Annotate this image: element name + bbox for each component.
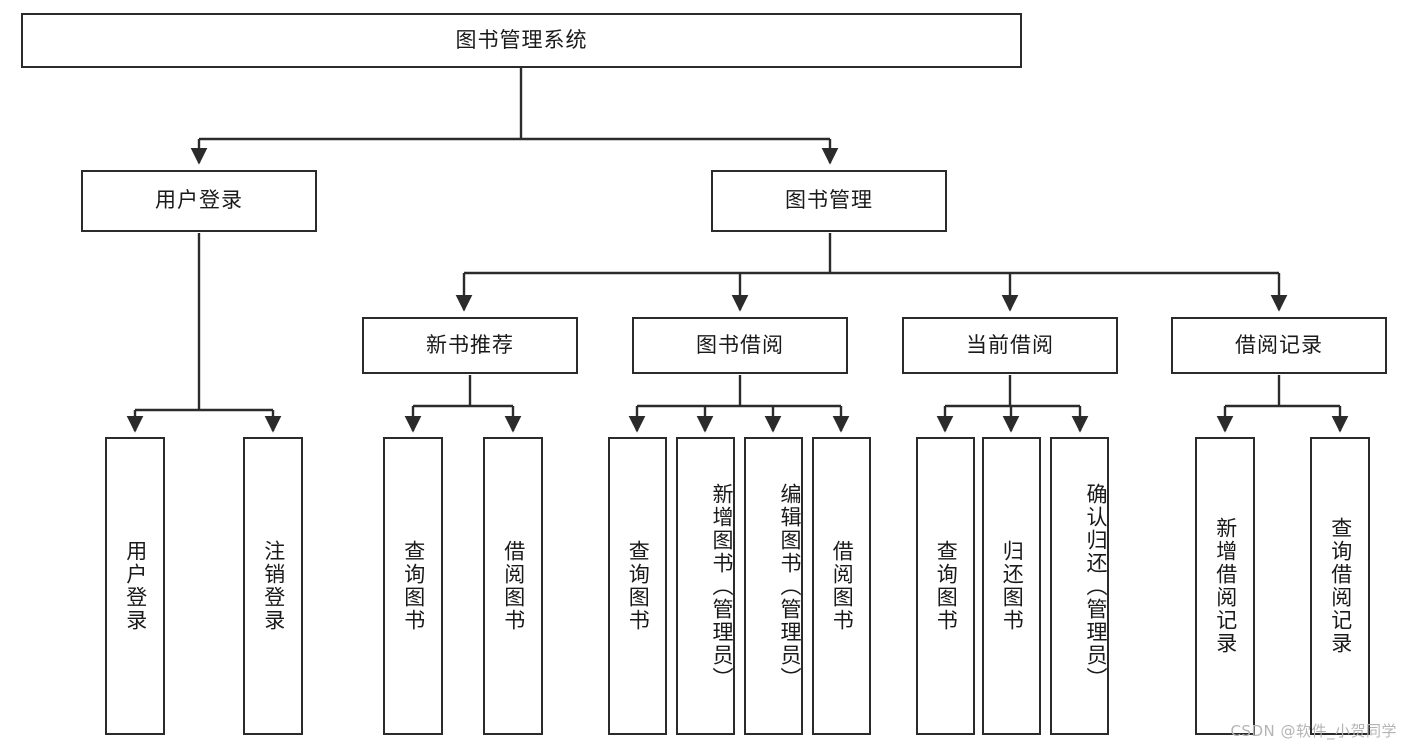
node-book-management[interactable]: 图书管理 bbox=[711, 170, 947, 232]
node-label: 图书借阅 bbox=[696, 332, 784, 357]
leaf-book-borrow-borrow[interactable]: 借阅图书 bbox=[812, 437, 871, 735]
watermark-text: CSDN @软件_小贺同学 bbox=[1230, 722, 1397, 740]
leaf-book-borrow-query[interactable]: 查询图书 bbox=[608, 437, 667, 735]
leaf-current-borrow-confirm-admin[interactable]: 确认归还（管理员） bbox=[1050, 437, 1109, 735]
leaf-borrow-record-query[interactable]: 查询借阅记录 bbox=[1310, 437, 1370, 735]
node-label: 图书管理系统 bbox=[455, 27, 588, 52]
node-borrow-record[interactable]: 借阅记录 bbox=[1171, 317, 1387, 374]
node-label: 用户登录 bbox=[155, 188, 243, 213]
node-label: 查询图书 bbox=[626, 540, 651, 632]
leaf-user-login-login[interactable]: 用户登录 bbox=[105, 437, 165, 735]
node-label: 确认归还（管理员） bbox=[1084, 482, 1108, 690]
leaf-current-borrow-return[interactable]: 归还图书 bbox=[982, 437, 1041, 735]
node-user-login[interactable]: 用户登录 bbox=[81, 170, 317, 232]
node-label: 用户登录 bbox=[123, 540, 148, 632]
leaf-book-borrow-add-admin[interactable]: 新增图书（管理员） bbox=[676, 437, 735, 735]
node-book-borrow[interactable]: 图书借阅 bbox=[632, 317, 848, 374]
node-label: 注销登录 bbox=[261, 540, 286, 632]
node-label: 新增借阅记录 bbox=[1213, 517, 1238, 655]
node-label: 图书管理 bbox=[785, 188, 873, 213]
node-current-borrow[interactable]: 当前借阅 bbox=[902, 317, 1118, 374]
node-label: 查询图书 bbox=[401, 540, 426, 632]
leaf-current-borrow-query[interactable]: 查询图书 bbox=[916, 437, 975, 735]
node-new-book-recommend[interactable]: 新书推荐 bbox=[362, 317, 578, 374]
node-label: 借阅图书 bbox=[501, 540, 526, 632]
node-label: 借阅图书 bbox=[830, 540, 855, 632]
node-label: 当前借阅 bbox=[966, 332, 1054, 357]
node-label: 编辑图书（管理员） bbox=[778, 482, 802, 690]
node-label: 借阅记录 bbox=[1235, 332, 1323, 357]
leaf-borrow-record-add[interactable]: 新增借阅记录 bbox=[1195, 437, 1255, 735]
leaf-new-book-borrow[interactable]: 借阅图书 bbox=[483, 437, 543, 735]
node-label: 查询图书 bbox=[934, 540, 959, 632]
node-label: 查询借阅记录 bbox=[1328, 517, 1353, 655]
node-label: 新增图书（管理员） bbox=[710, 482, 734, 690]
node-label: 归还图书 bbox=[1000, 540, 1025, 632]
node-root-system[interactable]: 图书管理系统 bbox=[21, 13, 1022, 68]
leaf-user-login-logout[interactable]: 注销登录 bbox=[243, 437, 303, 735]
leaf-book-borrow-edit-admin[interactable]: 编辑图书（管理员） bbox=[744, 437, 803, 735]
leaf-new-book-query[interactable]: 查询图书 bbox=[383, 437, 443, 735]
node-label: 新书推荐 bbox=[426, 332, 514, 357]
